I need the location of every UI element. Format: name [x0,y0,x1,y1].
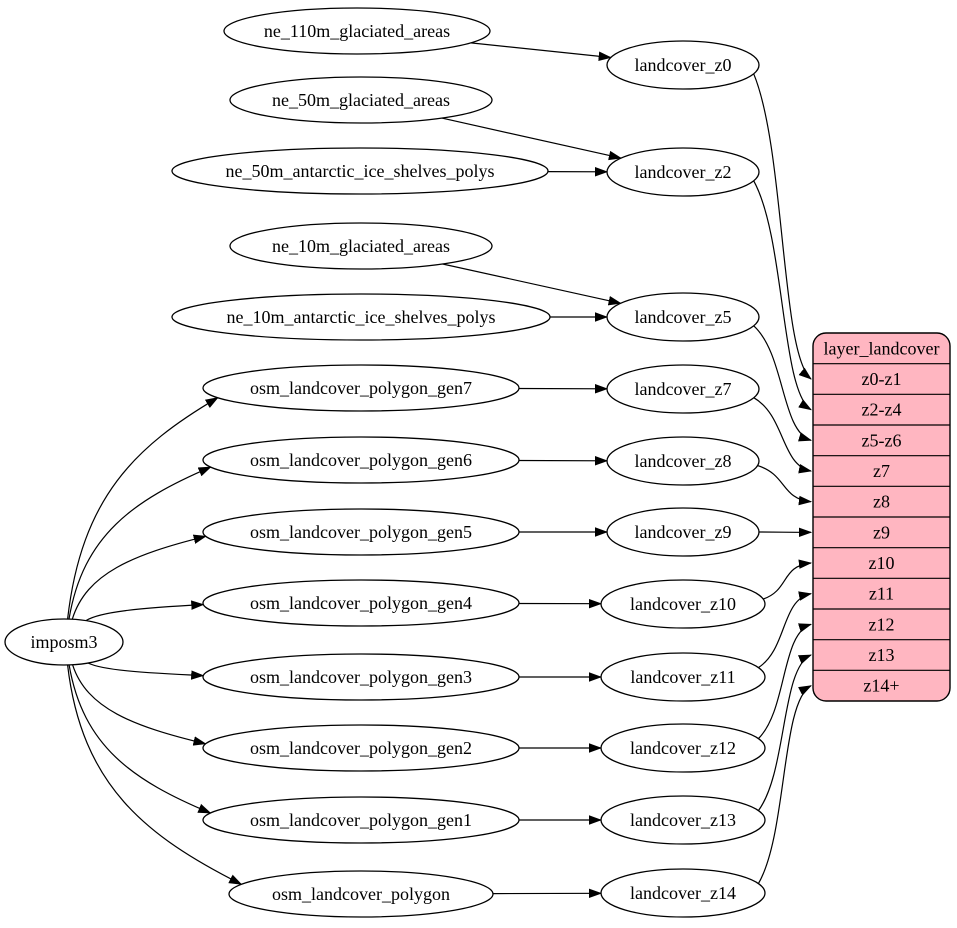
node-label-osm_landcover_polygon_gen6: osm_landcover_polygon_gen6 [250,450,472,470]
table-row-z2-z4: z2-z4 [862,400,902,420]
node-label-ne_50m_antarctic_ice_shelves_polys: ne_50m_antarctic_ice_shelves_polys [226,161,495,181]
node-label-landcover_z14: landcover_z14 [630,883,736,903]
table-row-z9: z9 [873,522,890,542]
node-label-landcover_z2: landcover_z2 [635,162,732,182]
node-ne_50m_glaciated_areas: ne_50m_glaciated_areas [230,77,492,123]
node-label-landcover_z7: landcover_z7 [635,379,732,399]
node-label-osm_landcover_polygon_gen3: osm_landcover_polygon_gen3 [250,667,472,687]
table-row-z12: z12 [869,614,895,634]
layer-landcover-table: layer_landcover z0-z1 z2-z4 z5-z6 z7 z8 z9 z10 z… [813,333,950,701]
node-ne_50m_antarctic_ice_shelves_polys: ne_50m_antarctic_ice_shelves_polys [172,148,548,194]
node-landcover_z8: landcover_z8 [607,437,759,485]
edge-landcover_z0-to-row-z0-z1 [754,74,811,379]
node-label-landcover_z9: landcover_z9 [635,522,732,542]
node-landcover_z13: landcover_z13 [601,796,765,844]
node-ne_110m_glaciated_areas: ne_110m_glaciated_areas [224,8,490,54]
node-label-landcover_z8: landcover_z8 [635,451,732,471]
edge-imposm3-to-osm_landcover_polygon_gen2 [73,665,206,744]
node-label-landcover_z13: landcover_z13 [630,810,736,830]
node-label-ne_50m_glaciated_areas: ne_50m_glaciated_areas [272,90,450,110]
node-landcover_z12: landcover_z12 [601,724,765,772]
node-label-ne_110m_glaciated_areas: ne_110m_glaciated_areas [264,21,450,41]
node-landcover_z14: landcover_z14 [601,869,765,917]
edge-landcover_z2-to-row-z2-z4 [754,181,811,410]
node-osm_landcover_polygon_gen6: osm_landcover_polygon_gen6 [203,437,519,483]
edge-imposm3-to-osm_landcover_polygon_gen6 [69,467,211,619]
node-label-landcover_z10: landcover_z10 [630,594,736,614]
edge-imposm3-to-osm_landcover_polygon_gen4 [86,605,203,621]
node-landcover_z2: landcover_z2 [607,148,759,196]
node-label-landcover_z0: landcover_z0 [635,55,732,75]
edge-landcover_z13-to-row-z13 [758,655,811,811]
node-ne_10m_antarctic_ice_shelves_polys: ne_10m_antarctic_ice_shelves_polys [172,294,550,340]
node-landcover_z11: landcover_z11 [601,653,765,701]
node-label-osm_landcover_polygon: osm_landcover_polygon [272,884,450,904]
node-landcover_z0: landcover_z0 [607,41,759,89]
node-landcover_z5: landcover_z5 [607,293,759,341]
node-landcover_z10: landcover_z10 [601,580,765,628]
table-row-z14+: z14+ [863,676,899,696]
node-label-ne_10m_antarctic_ice_shelves_polys: ne_10m_antarctic_ice_shelves_polys [227,307,496,327]
node-imposm3: imposm3 [5,619,123,665]
node-label-osm_landcover_polygon_gen5: osm_landcover_polygon_gen5 [250,522,472,542]
node-label-landcover_z11: landcover_z11 [630,667,735,687]
table-row-z0-z1: z0-z1 [862,369,902,389]
edge-imposm3-to-osm_landcover_polygon_gen7 [68,398,218,619]
node-label-landcover_z12: landcover_z12 [630,738,736,758]
node-ne_10m_glaciated_areas: ne_10m_glaciated_areas [230,223,492,269]
node-label-landcover_z5: landcover_z5 [635,307,732,327]
node-osm_landcover_polygon_gen3: osm_landcover_polygon_gen3 [203,654,519,700]
node-label-osm_landcover_polygon_gen4: osm_landcover_polygon_gen4 [250,593,472,613]
edge-imposm3-to-osm_landcover_polygon_gen3 [88,663,203,676]
node-osm_landcover_polygon_gen1: osm_landcover_polygon_gen1 [203,797,519,843]
node-label-imposm3: imposm3 [30,632,97,652]
edge-landcover_z10-to-row-z10 [763,563,811,599]
table-title: layer_landcover [824,338,940,358]
table-row-z10: z10 [869,553,895,573]
node-osm_landcover_polygon: osm_landcover_polygon [229,871,493,917]
edge-landcover_z8-to-row-z8 [758,466,811,502]
edge-ne_10m_glaciated_areas-to-landcover_z5 [443,264,621,303]
edge-imposm3-to-osm_landcover_polygon_gen5 [72,536,206,619]
node-landcover_z9: landcover_z9 [607,508,759,556]
edge-landcover_z5-to-row-z5-z6 [754,326,811,441]
edge-ne_110m_glaciated_areas-to-landcover_z0 [471,43,611,58]
nodes-layer: imposm3 ne_110m_glaciated_areas ne_50m_gla… [5,8,765,917]
node-label-osm_landcover_polygon_gen1: osm_landcover_polygon_gen1 [250,810,472,830]
table-row-z13: z13 [869,645,895,665]
node-label-osm_landcover_polygon_gen7: osm_landcover_polygon_gen7 [250,378,472,398]
node-label-ne_10m_glaciated_areas: ne_10m_glaciated_areas [272,236,450,256]
node-osm_landcover_polygon_gen5: osm_landcover_polygon_gen5 [203,509,519,555]
table-row-z8: z8 [873,492,890,512]
table-row-z7: z7 [873,461,890,481]
table-row-z5-z6: z5-z6 [862,430,902,450]
table-row-z11: z11 [869,584,894,604]
edge-imposm3-to-osm_landcover_polygon_gen1 [69,665,210,813]
node-label-osm_landcover_polygon_gen2: osm_landcover_polygon_gen2 [250,738,472,758]
node-osm_landcover_polygon_gen2: osm_landcover_polygon_gen2 [203,725,519,771]
node-landcover_z7: landcover_z7 [607,365,759,413]
edge-landcover_z14-to-row-z14+ [758,686,811,884]
edge-landcover_z11-to-row-z11 [758,594,811,668]
node-osm_landcover_polygon_gen4: osm_landcover_polygon_gen4 [203,580,519,626]
node-osm_landcover_polygon_gen7: osm_landcover_polygon_gen7 [203,365,519,411]
